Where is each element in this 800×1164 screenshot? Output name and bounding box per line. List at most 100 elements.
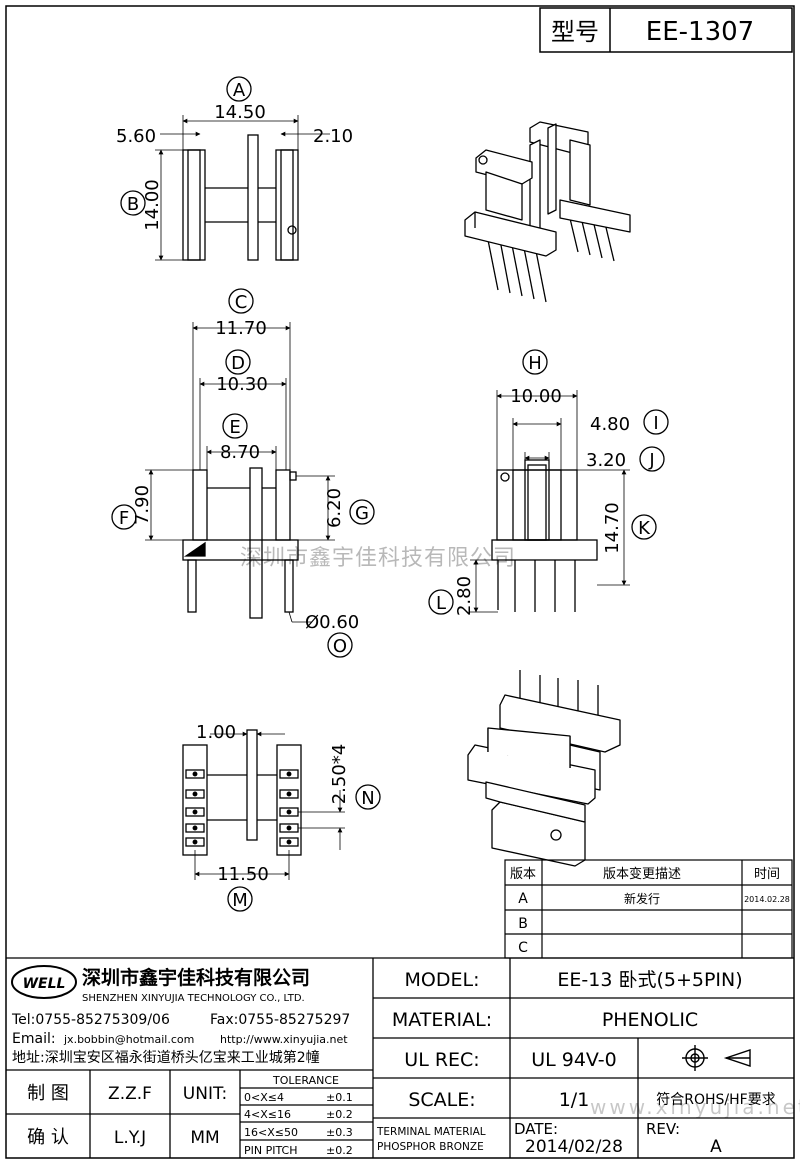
dim-m-value: 11.50 [217,864,269,885]
label-circle-n [355,784,381,810]
dim-l-value: 2.80 [454,576,475,616]
company-name-en: SHENZHEN XINYUJIA TECHNOLOGY CO., LTD. [82,993,305,1004]
dim-n-value: 2.50*4 [329,744,350,805]
tolerance-range-3: 16<X≤50 [244,1126,298,1139]
model-header-label: 型号 [551,18,599,46]
label-circle-g [349,499,375,525]
dim-c-letter: C [235,292,248,313]
dim-o-value: Ø0.60 [305,612,359,633]
label-circle-h [522,349,548,375]
bottom-view-pins-right [279,769,299,847]
dim-d-letter: D [231,353,245,374]
tolerance-range-1: 0<X≤4 [244,1091,284,1104]
sheet-border [5,5,795,1159]
scale-value: 1/1 [559,1089,590,1111]
company-tel: Tel:0755-85275309/06 [11,1012,170,1028]
terminal-material-value: PHOSPHOR BRONZE [377,1141,484,1153]
tolerance-value-4: ±0.2 [326,1144,353,1157]
dim-j-value: 3.20 [586,450,626,471]
label-circle-c [228,288,254,314]
company-address: 地址:深圳宝安区福永街道桥头亿宝来工业城第2幢 [12,1049,320,1066]
dim-l-letter: L [436,593,446,614]
check-label: 确 认 [27,1127,69,1148]
rev-row-a-ver: A [518,891,528,907]
dim-a-letter: A [233,80,246,101]
info-fields: MODEL: EE-13 卧式(5+5PIN) MATERIAL: PHENOL… [376,969,776,1157]
dim-n-letter: N [361,788,374,809]
watermark-url: www.xinyujia.net [590,1095,800,1119]
rohs-note: 符合ROHS/HF要求 [656,1092,775,1108]
tolerance-value-3: ±0.3 [326,1126,353,1139]
watermark-text: 深圳市鑫宇佳科技有限公司 [240,546,517,571]
rev-header-desc: 版本变更描述 [603,866,681,882]
label-circle-d [225,349,251,375]
company-logo-text: WELL [23,976,66,992]
dim-i-value: 4.80 [590,414,630,435]
bottom-view-pins-left [185,769,205,847]
label-circle-e [222,413,248,439]
projection-symbol-icon [682,1045,751,1071]
tolerance-table: TOLERANCE 0<X≤4 ±0.1 4<X≤16 ±0.2 16<X≤50… [244,1074,353,1157]
material-label: MATERIAL: [392,1009,492,1031]
tolerance-range-2: 4<X≤16 [244,1108,291,1121]
model-header: 型号 EE-1307 [539,7,793,53]
iso-view-lower [467,670,621,867]
dim-side-left: 5.60 [116,126,156,147]
revision-table-text: 版本 版本变更描述 时间 A 新发行 2014.02.28 B C [510,866,790,956]
company-fax: Fax:0755-85275297 [210,1012,350,1028]
label-circle-o [327,632,353,658]
dim-f-value: 7.90 [132,485,153,525]
side-view-labels: H 10.00 4.80 I 3.20 J 14.70 K L 2.80 [428,349,669,616]
dim-o-letter: O [333,636,347,657]
rev-row-a-desc: 新发行 [624,891,660,906]
label-circle-j [639,446,665,472]
company-web[interactable]: http://www.xinyujia.net [220,1033,348,1046]
title-block-grid [6,957,794,1158]
rev-label: REV: [646,1120,680,1138]
iso-view-upper [464,121,631,303]
company-block: WELL 深圳市鑫宇佳科技有限公司 SHENZHEN XINYUJIA TECH… [11,965,350,1066]
check-value: L.Y.J [114,1128,146,1148]
terminal-material-label: TERMINAL MATERIAL [376,1126,486,1138]
company-email[interactable]: jx.bobbin@hotmail.com [63,1033,194,1046]
label-circle-a [226,76,252,102]
rev-row-b-ver: B [518,916,528,932]
signoff-block: 制 图 Z.Z.F 确 认 L.Y.J UNIT: MM [27,1083,227,1148]
scale-label: SCALE: [408,1089,475,1111]
top-view-labels: A 14.50 5.60 2.10 B 14.00 [116,76,353,231]
dim-k-value: 14.70 [602,502,623,554]
label-circle-k [631,514,657,540]
dim-g-value: 6.20 [324,488,345,528]
rev-header-date: 时间 [754,867,780,882]
bottom-view-labels: 1.00 2.50*4 N 11.50 M [196,722,381,912]
rev-row-a-date: 2014.02.28 [744,895,790,904]
label-circle-i [643,409,669,435]
draw-value: Z.Z.F [108,1084,152,1104]
unit-label: UNIT: [183,1084,227,1104]
tolerance-value-1: ±0.1 [326,1091,353,1104]
dim-d-value: 10.30 [216,374,268,395]
date-value: 2014/02/28 [525,1137,623,1157]
ulrec-value: UL 94V-0 [531,1049,617,1071]
model-header-value: EE-1307 [646,17,754,47]
dim-k-letter: K [638,518,651,539]
rev-header-ver: 版本 [510,867,536,882]
ulrec-label: UL REC: [404,1049,479,1071]
label-circle-m [227,886,253,912]
tolerance-range-4: PIN PITCH [244,1144,298,1157]
dim-f-letter: F [119,508,129,529]
tolerance-title: TOLERANCE [272,1074,339,1087]
top-view [155,115,330,261]
company-email-label: Email: [12,1031,56,1047]
front-view-labels: C 11.70 D 10.30 E 8.70 F 7.90 6.20 G Ø0.… [111,288,375,658]
dim-m-letter: M [232,890,248,911]
dim-e-letter: E [229,417,240,438]
rev-row-c-ver: C [518,940,528,956]
label-circle-b [120,190,146,216]
label-circle-f [111,504,137,530]
dim-i-letter: I [653,413,658,434]
label-circle-l [428,589,454,615]
date-label: DATE: [514,1120,558,1138]
bottom-view [182,729,345,880]
